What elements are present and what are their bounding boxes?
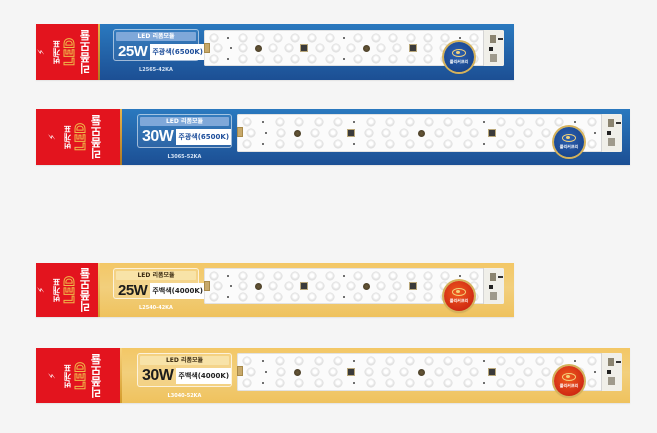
brand-panel: ⚡번개표 LED 리폼모듈: [36, 24, 100, 80]
color-temperature: 주광색(6500K): [176, 129, 232, 145]
model-number: L3065-52KA: [167, 154, 202, 160]
right-connector: [601, 114, 622, 152]
wattage: 30W: [142, 128, 174, 145]
spec-box: LED 리폼모듈 25W 주백색(4000K): [113, 268, 205, 299]
brand-divider: [98, 263, 100, 317]
brand-product-name: 리폼모듈: [78, 30, 92, 74]
brand-divider: [98, 24, 100, 80]
right-connector: [601, 353, 622, 391]
brand-led-logo: LED: [62, 276, 78, 305]
product-banner-25w-4000k: ⚡번개표 LED 리폼모듈 LED 리폼모듈 25W 주백색(4000K) L2…: [36, 263, 514, 317]
spec-header: LED 리폼모듈: [140, 117, 229, 126]
right-connector: [483, 30, 504, 66]
brand-name: ⚡번개표: [47, 125, 72, 149]
flicker-free-badge: 플리커프리: [444, 42, 474, 72]
spec-header: LED 리폼모듈: [116, 32, 196, 41]
model-number: L2540-42KA: [139, 305, 173, 311]
color-temperature: 주광색(6500K): [150, 43, 205, 60]
brand-panel: ⚡번개표 LED 리폼모듈: [36, 263, 100, 317]
brand-name: ⚡번개표: [47, 363, 72, 388]
left-connector: [237, 127, 243, 137]
lightning-icon: ⚡: [47, 132, 58, 142]
flicker-free-badge: 플리커프리: [444, 281, 474, 311]
eye-icon: [452, 49, 466, 57]
brand-led-logo: LED: [73, 123, 89, 152]
eye-icon: [562, 373, 576, 381]
brand-name: ⚡번개표: [36, 278, 61, 302]
brand-product-name: 리폼모듈: [89, 353, 103, 398]
spec-box: LED 리폼모듈 25W 주광색(6500K): [113, 29, 205, 61]
left-connector: [237, 366, 243, 376]
flicker-free-badge: 플리커프리: [554, 127, 584, 157]
brand-divider: [120, 109, 122, 165]
flicker-free-badge: 플리커프리: [554, 366, 584, 396]
brand-led-logo: LED: [73, 361, 89, 390]
eye-icon: [452, 288, 466, 296]
right-connector: [483, 268, 504, 304]
spec-header: LED 리폼모듈: [116, 271, 196, 280]
product-banner-30w-6500k: ⚡번개표 LED 리폼모듈 LED 리폼모듈 30W 주광색(6500K) L3…: [36, 109, 630, 165]
brand-divider: [120, 348, 122, 403]
brand-panel: ⚡번개표 LED 리폼모듈: [36, 109, 122, 165]
product-banner-30w-4000k: ⚡번개표 LED 리폼모듈 LED 리폼모듈 30W 주백색(4000K) L3…: [36, 348, 630, 403]
left-connector: [204, 281, 210, 291]
brand-product-name: 리폼모듈: [89, 115, 103, 159]
color-temperature: 주백색(4000K): [176, 368, 232, 384]
wattage: 30W: [142, 367, 174, 384]
left-connector: [204, 43, 210, 53]
model-number: L2565-42KA: [139, 67, 173, 73]
color-temperature: 주백색(4000K): [150, 282, 205, 299]
model-number: L3040-52KA: [167, 393, 202, 399]
brand-name: ⚡번개표: [36, 40, 61, 64]
wattage: 25W: [118, 43, 148, 60]
eye-icon: [562, 134, 576, 142]
wattage: 25W: [118, 282, 148, 299]
lightning-icon: ⚡: [36, 47, 47, 57]
brand-product-name: 리폼모듈: [78, 268, 92, 312]
spec-box: LED 리폼모듈 30W 주광색(6500K): [137, 114, 232, 148]
brand-led-logo: LED: [62, 38, 78, 67]
spec-box: LED 리폼모듈 30W 주백색(4000K): [137, 353, 232, 387]
lightning-icon: ⚡: [36, 285, 47, 295]
spec-header: LED 리폼모듈: [140, 356, 229, 365]
brand-panel: ⚡번개표 LED 리폼모듈: [36, 348, 122, 403]
product-banner-25w-6500k: ⚡번개표 LED 리폼모듈 LED 리폼모듈 25W 주광색(6500K) L2…: [36, 24, 514, 80]
lightning-icon: ⚡: [47, 370, 58, 381]
